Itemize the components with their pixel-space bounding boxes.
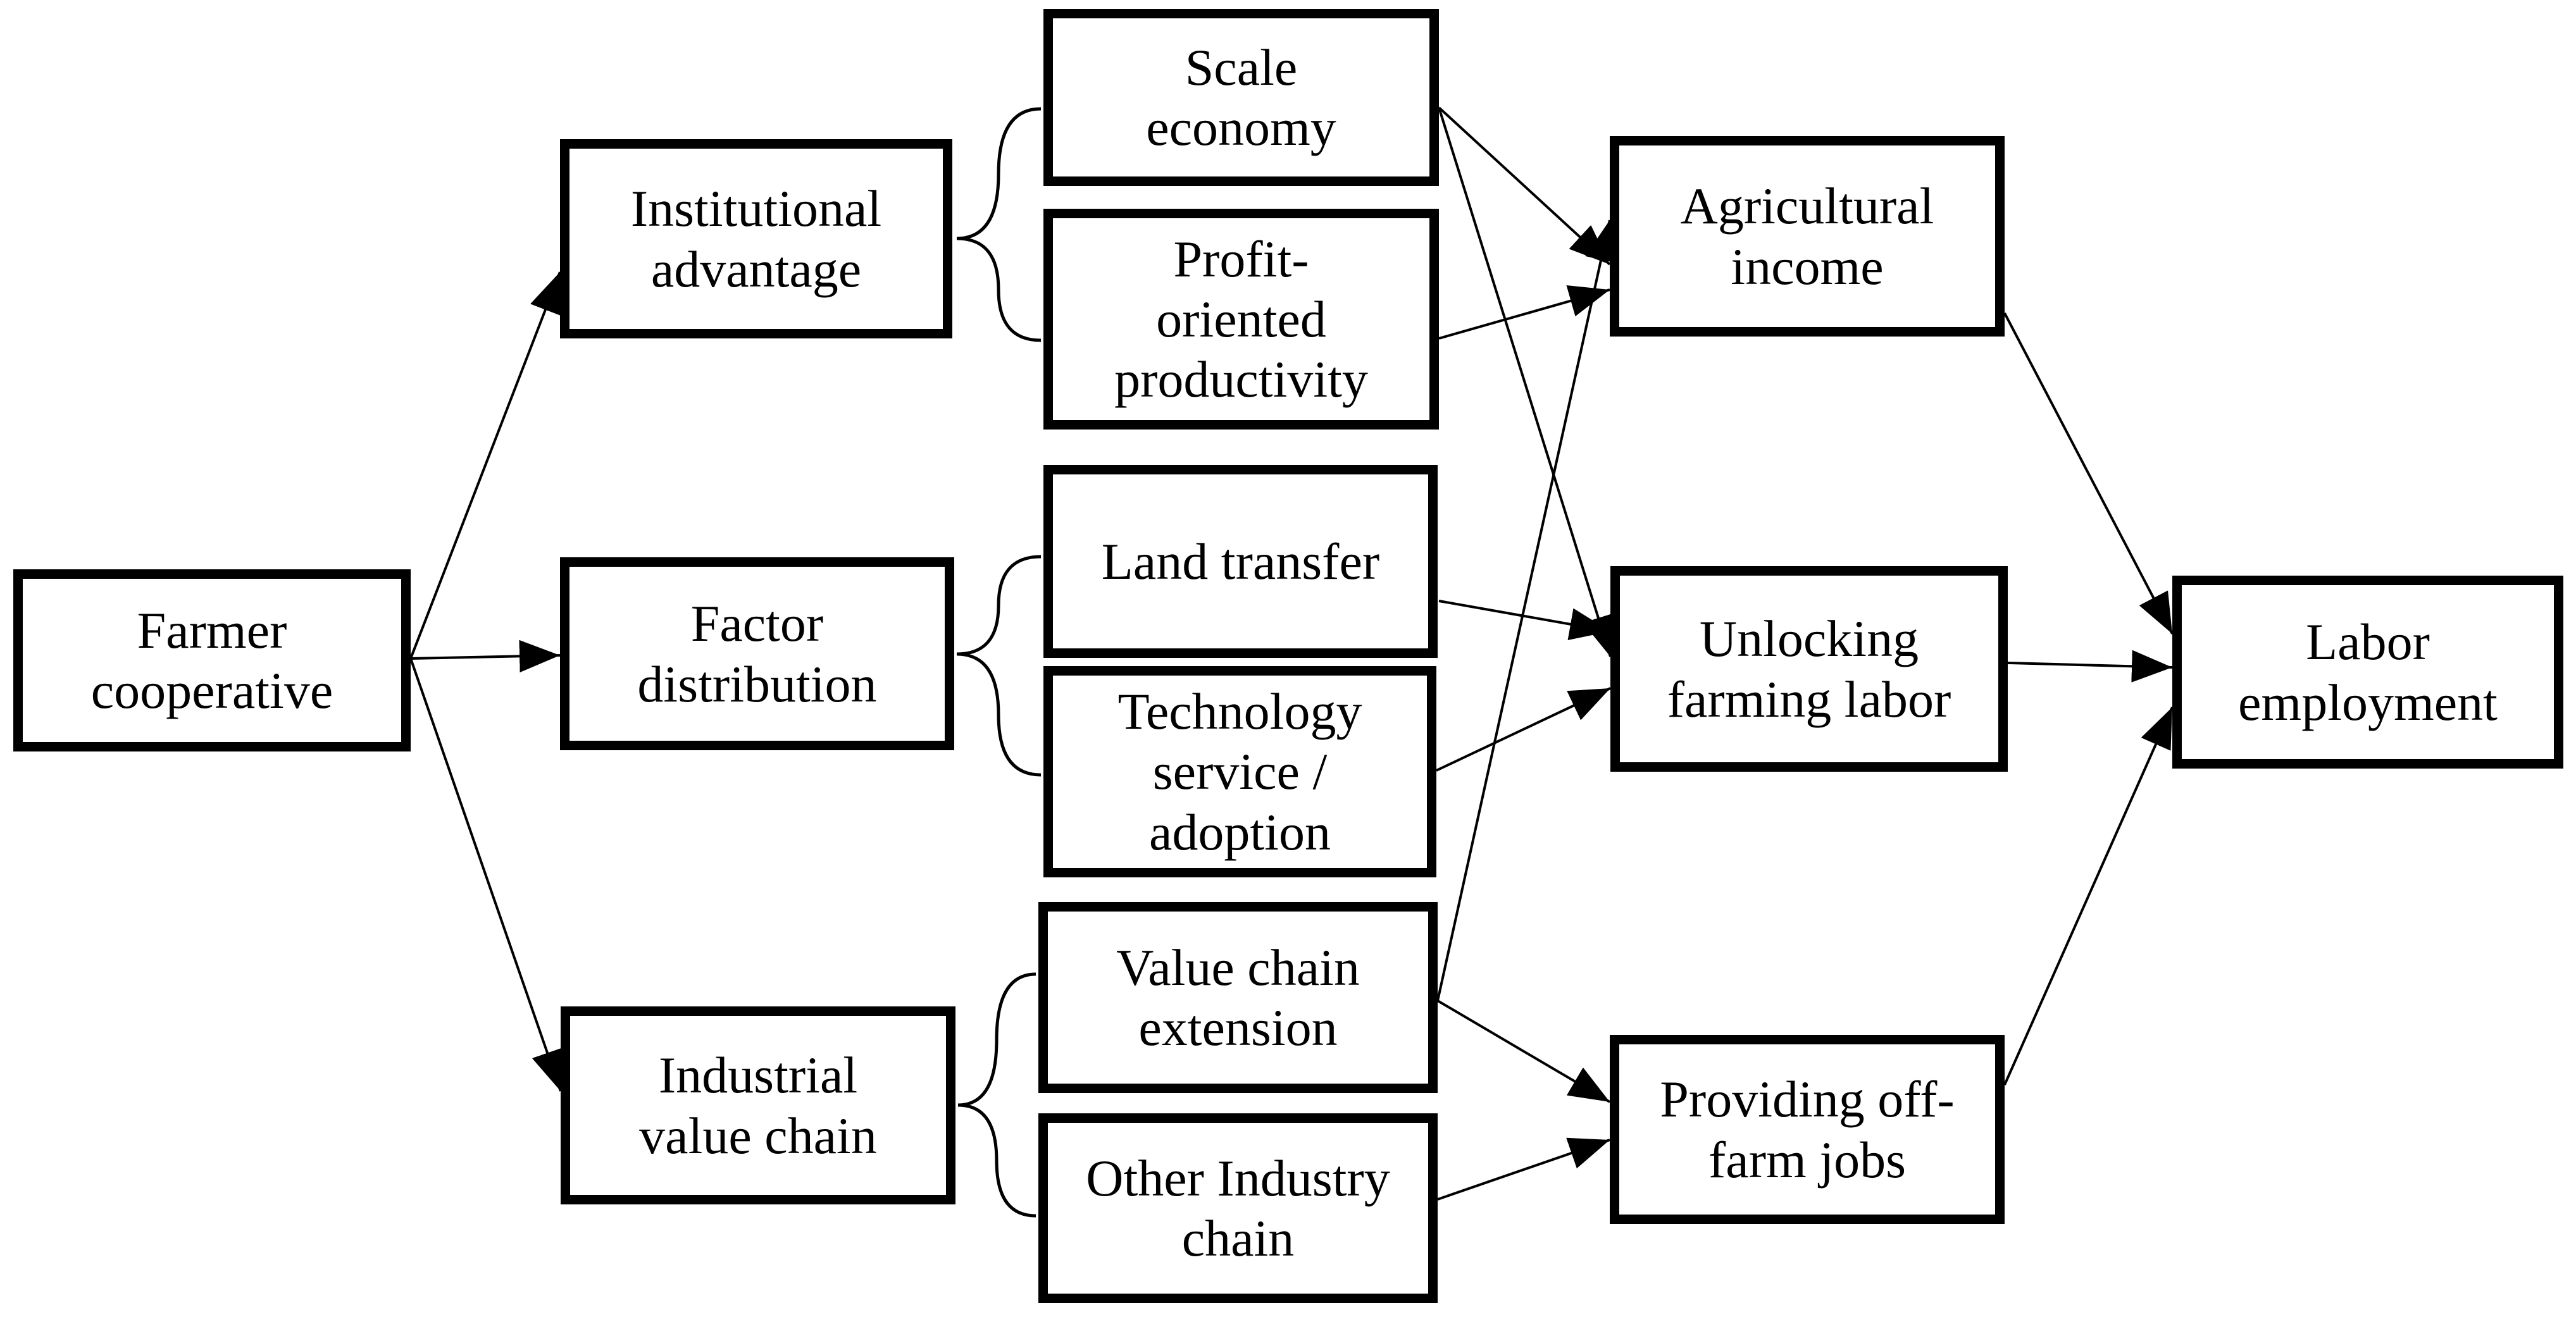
brace-factor-distribution xyxy=(956,555,1042,777)
node-label: Providing off- farm jobs xyxy=(1660,1070,1955,1189)
node-value-chain-extension: Value chain extension xyxy=(1038,902,1438,1093)
node-profit-oriented-productivity: Profit- oriented productivity xyxy=(1043,209,1439,430)
edge-scale-unlocking-labor xyxy=(1438,107,1614,657)
node-label: Factor distribution xyxy=(637,595,877,713)
brace-institutional-advantage xyxy=(956,107,1042,342)
node-other-industry-chain: Other Industry chain xyxy=(1038,1113,1438,1303)
edge-value-chain-agricultural-income xyxy=(1436,220,1617,1001)
edge-farmer-industrial xyxy=(409,658,563,1092)
node-industrial-value-chain: Industrial value chain xyxy=(561,1006,955,1204)
node-institutional-advantage: Institutional advantage xyxy=(560,139,952,338)
node-label: Institutional advantage xyxy=(630,180,882,298)
node-label: Technology service / adoption xyxy=(1117,683,1362,861)
node-farmer-cooperative: Farmer cooperative xyxy=(13,569,411,751)
edge-technology-unlocking-labor xyxy=(1436,687,1611,772)
node-scale-economy: Scale economy xyxy=(1043,9,1439,186)
node-label: Unlocking farming labor xyxy=(1667,610,1951,728)
node-label: Value chain extension xyxy=(1116,938,1360,1056)
node-labor-employment: Labor employment xyxy=(2172,576,2563,769)
node-providing-off-farm-jobs: Providing off- farm jobs xyxy=(1610,1035,2005,1224)
edge-farmer-institutional xyxy=(409,271,561,659)
edge-land-transfer-unlocking-labor xyxy=(1438,600,1611,641)
node-technology-service-adoption: Technology service / adoption xyxy=(1043,666,1436,877)
node-unlocking-farming-labor: Unlocking farming labor xyxy=(1610,566,2008,772)
node-label: Agricultural income xyxy=(1680,177,1934,295)
edge-profit-agricultural-income xyxy=(1438,285,1610,340)
node-land-transfer: Land transfer xyxy=(1043,465,1438,658)
node-label: Farmer cooperative xyxy=(90,601,333,719)
brace-industrial-value-chain xyxy=(957,972,1036,1218)
node-agricultural-income: Agricultural income xyxy=(1610,136,2005,337)
node-label: Profit- oriented productivity xyxy=(1114,230,1368,409)
edge-scale-agricultural-income xyxy=(1438,106,1611,266)
edge-other-industry-offfarm-jobs xyxy=(1437,1137,1610,1201)
node-label: Other Industry chain xyxy=(1086,1149,1390,1267)
node-label: Land transfer xyxy=(1101,532,1380,590)
edge-unlocking-labor-labor xyxy=(2007,650,2173,683)
edge-offfarm-jobs-labor xyxy=(2003,707,2174,1085)
node-factor-distribution: Factor distribution xyxy=(560,557,954,750)
node-label: Scale economy xyxy=(1146,38,1336,156)
edge-farmer-factor xyxy=(410,640,561,672)
edge-agricultural-income-labor xyxy=(2003,312,2174,634)
edge-value-chain-offfarm-jobs xyxy=(1436,999,1611,1103)
node-label: Labor employment xyxy=(2238,613,2498,731)
node-label: Industrial value chain xyxy=(639,1046,877,1165)
